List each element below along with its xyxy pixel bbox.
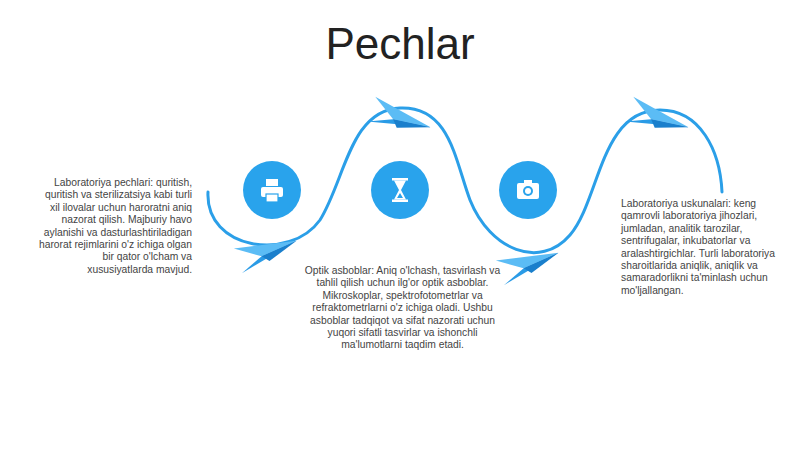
- hourglass-icon: [371, 161, 429, 219]
- printer-icon: [243, 161, 301, 219]
- paper-plane: [625, 97, 692, 141]
- paper-plane: [234, 229, 301, 273]
- paper-plane: [496, 241, 563, 285]
- description-text: Laboratoriya pechlari: quritish, quritis…: [36, 177, 192, 276]
- paper-plane: [367, 97, 434, 141]
- camera-icon: [499, 161, 557, 219]
- description-text: Laboratoriya uskunalari: keng qamrovli l…: [621, 198, 783, 297]
- description-text: Optik asboblar: Aniq o'lchash, tasvirlas…: [300, 265, 505, 352]
- slide-title: Pechlar: [0, 14, 800, 74]
